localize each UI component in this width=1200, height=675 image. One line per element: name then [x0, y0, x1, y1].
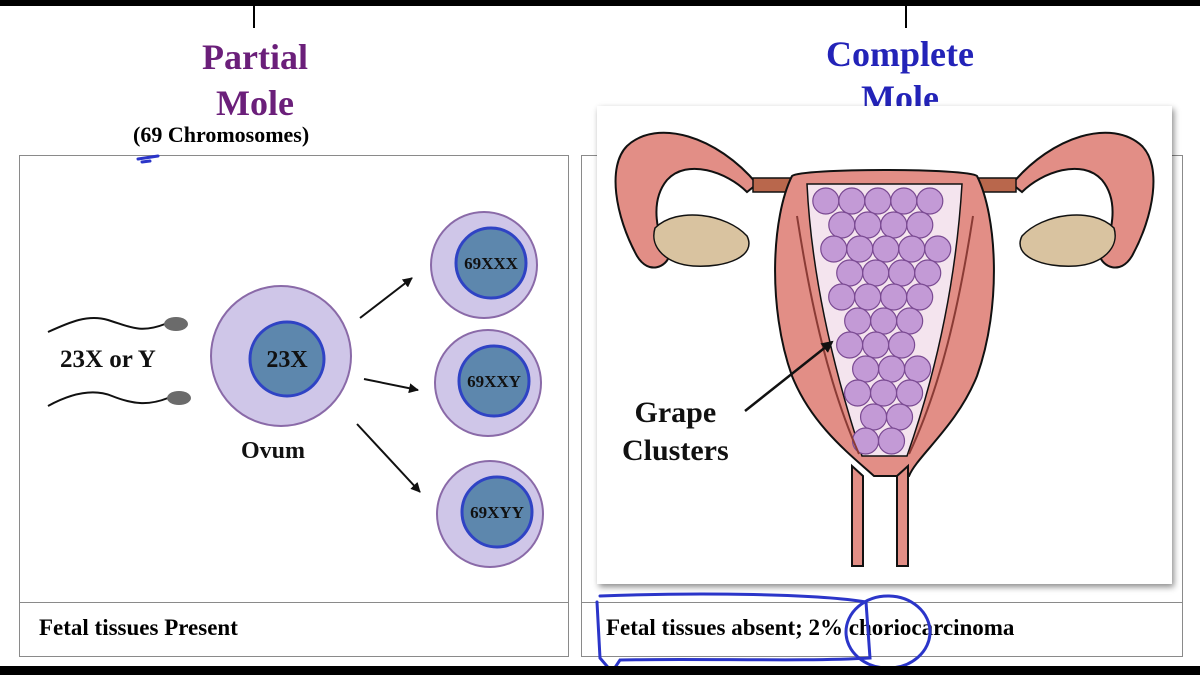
partial-subtitle: (69 Chromosomes) — [133, 122, 310, 147]
grape-vesicle — [888, 331, 916, 359]
result-cell-69xyy: 69XYY — [436, 460, 544, 568]
ovum-label: Ovum — [241, 438, 306, 464]
result-cell-69xxx: 69XXX — [430, 211, 538, 319]
partial-title-line2: Mole — [216, 83, 294, 123]
arrow-to-69xxx — [359, 277, 413, 319]
grape-vesicle — [916, 187, 944, 215]
result-cell-69xxy: 69XXY — [434, 329, 542, 437]
sperm-top — [47, 316, 188, 333]
grape-vesicle — [924, 235, 952, 263]
grape-vesicle — [906, 283, 934, 311]
complete-title-line1: Complete — [826, 34, 974, 74]
grape-vesicle — [914, 259, 942, 287]
grape-vesicle — [896, 307, 924, 335]
grape-vesicle — [885, 403, 914, 431]
grape-vesicle — [895, 379, 924, 407]
partial-mole-diagram: 23X 69XXX 69XXY 69XYY — [47, 211, 544, 568]
partial-footer-text: Fetal tissues Present — [39, 615, 238, 640]
complete-footer-text: Fetal tissues absent; 2% choriocarcinoma — [606, 615, 1015, 640]
grape-clusters-label: Grape Clusters — [622, 394, 729, 470]
partial-mole-title: Partial Mole — [150, 34, 360, 126]
grape-arrow — [136, 154, 932, 666]
annotation-underline-mark — [136, 154, 160, 164]
result-label-69xxx: 69XXX — [464, 254, 519, 273]
arrow-to-69xyy — [356, 423, 421, 493]
ovum-cell-label: 23X — [266, 347, 308, 373]
grape-cluster — [812, 187, 952, 455]
uterus-drawing — [614, 131, 1155, 567]
grape-label-line1: Grape — [634, 396, 717, 429]
grape-vesicle — [906, 211, 934, 239]
top-tick-right — [905, 6, 907, 28]
slide: Partial Mole (69 Chromosomes) Complete M… — [0, 6, 1200, 666]
grape-vesicle — [904, 355, 932, 383]
grape-label-line2: Clusters — [622, 434, 729, 467]
result-label-69xyy: 69XYY — [470, 503, 524, 522]
arrow-to-69xxy — [363, 378, 419, 394]
sperm-label: 23X or Y — [60, 346, 156, 373]
ovum-cell: 23X — [210, 285, 352, 427]
result-label-69xxy: 69XXY — [467, 372, 521, 391]
complete-footer-divider — [582, 602, 1182, 603]
top-tick-left — [253, 6, 255, 28]
annotation-circle — [844, 594, 932, 666]
uterus-illustration — [597, 106, 1172, 584]
sperm-bottom — [47, 391, 191, 407]
partial-title-line1: Partial — [202, 37, 308, 77]
annotation-box — [595, 592, 872, 666]
partial-footer-divider — [20, 602, 568, 603]
grape-vesicle — [877, 427, 906, 455]
